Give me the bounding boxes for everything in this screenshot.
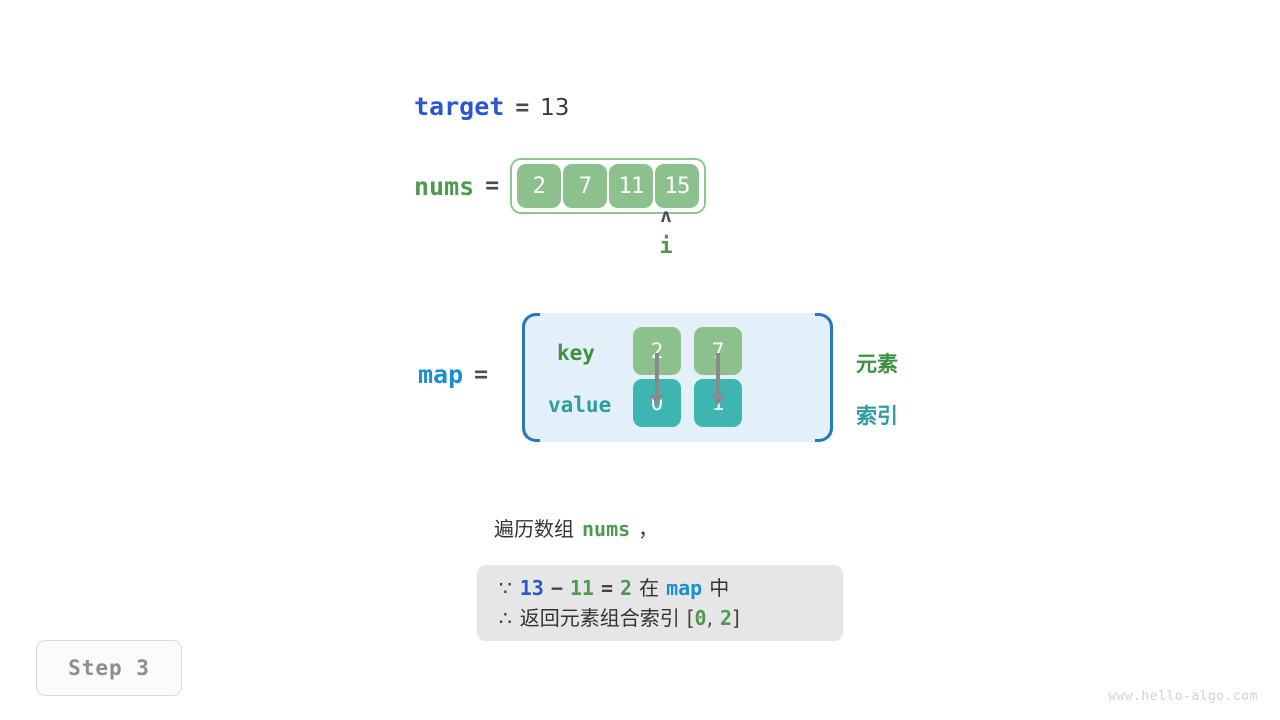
result-index-0: 0 [694,606,707,630]
in-word: 在 [639,576,660,600]
bracket-right-edge [811,313,833,442]
bracket-corner-top-left [522,313,540,331]
target-value: 13 [540,95,570,121]
watermark: www.hello-algo.com [1108,689,1258,704]
therefore-symbol: ∴ [499,606,512,630]
caption-text: 遍历数组 nums ， [494,513,658,542]
caption-prefix: 遍历数组 [494,517,574,541]
map-side-annotations: 元素 索引 [856,338,898,442]
map-entry: 2 0 [633,327,681,427]
bracket-close: ] [732,606,740,630]
array-cell: 15 [655,164,700,208]
minus-operator: − [550,576,563,600]
container-name: map [666,576,703,600]
operand-a: 13 [519,576,544,600]
step-badge-label: Step 3 [68,656,150,680]
array-cell: 2 [517,164,562,208]
array-cell: 7 [563,164,608,208]
step-badge: Step 3 [36,640,182,696]
key-row-label: key [557,341,595,365]
arrow-down-icon [650,353,664,405]
caption-code: nums [582,517,631,541]
bracket-corner-bottom-left [522,424,540,442]
conclusion-text: 返回元素组合索引 [519,606,680,630]
value-row-label: value [548,393,612,417]
nums-equals-sign: = [485,173,500,199]
map-equals-sign: = [474,361,489,388]
operand-result: 2 [620,576,633,600]
result-comma: , [706,606,713,630]
equals-operator: = [600,576,614,600]
index-pointer: ʌ i [645,205,687,259]
bracket-corner-bottom-right [815,424,833,442]
index-annotation: 索引 [856,404,898,428]
target-equals-sign: = [515,95,530,121]
hash-map-container: key value 2 0 7 1 [522,313,833,442]
map-variable-name: map [418,360,464,389]
index-pointer-label: i [659,234,673,259]
nums-variable-name: nums [414,171,475,201]
arrow-down-icon [711,353,725,405]
bracket-left-edge [522,313,544,442]
bracket-corner-top-right [815,313,833,331]
target-variable-name: target [414,92,505,121]
reasoning-line-2: ∴ 返回元素组合索引[0,2] [477,603,843,633]
result-index-1: 2 [719,606,732,630]
within-word: 中 [709,576,730,600]
map-declaration: map = [418,360,488,389]
operand-b: 11 [569,576,594,600]
nums-declaration: nums = 2 7 11 15 [414,158,707,214]
array-cell: 11 [609,164,654,208]
caret-up-icon: ʌ [660,205,672,227]
because-symbol: ∵ [499,576,512,600]
bracket-open: [ [686,606,695,630]
caption-suffix: ， [638,517,659,541]
nums-array: 2 7 11 15 [510,158,707,214]
map-entry: 7 1 [694,327,742,427]
map-key-cell: 2 [633,327,681,375]
target-declaration: target = 13 [414,92,569,121]
element-annotation: 元素 [856,352,898,376]
